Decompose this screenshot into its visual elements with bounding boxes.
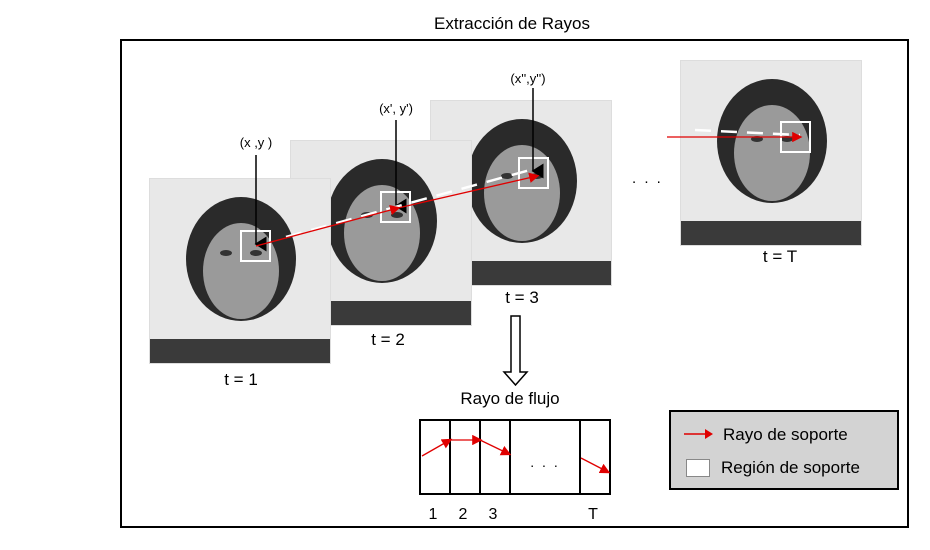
time-label-1: t = 1 [224, 370, 258, 389]
support-ray-2-3 [397, 172, 540, 209]
legend-region-label: Región de soporte [721, 458, 860, 477]
diagram-title: Extracción de Rayos [434, 14, 590, 33]
diagram-frame [120, 39, 909, 528]
flow-ray-strip [419, 419, 611, 495]
coord-label-1: (x ,y ) [239, 135, 273, 150]
down-arrow-icon [502, 315, 529, 387]
face-image [431, 119, 611, 285]
flow-ray-title: Rayo de flujo [460, 389, 560, 408]
time-label-T: t = T [762, 247, 798, 266]
coord-label-2: (x', y') [379, 101, 413, 116]
time-label-2: t = 2 [371, 330, 405, 349]
support-region-swatch-icon [686, 459, 710, 477]
time-label-3: t = 3 [505, 288, 539, 307]
dashed-guide [285, 168, 531, 239]
flow-ellipsis: . . . [530, 454, 560, 470]
face-image [681, 79, 861, 245]
red-arrow-icon [684, 429, 713, 439]
photo-frame-T [680, 60, 862, 246]
support-ray-1-2 [255, 204, 401, 247]
cell-number-3: 3 [488, 506, 498, 523]
cell-number-2: 2 [458, 506, 468, 523]
dashed-guide-T [694, 128, 801, 137]
coord-label-3: (x'',y'') [510, 71, 546, 86]
legend: Rayo de soporte Región de soporte [669, 410, 899, 490]
cell-number-1: 1 [428, 506, 438, 523]
legend-ray-label: Rayo de soporte [723, 425, 848, 444]
frames-ellipsis: . . . [632, 170, 663, 187]
cell-number-T: T [588, 506, 598, 523]
